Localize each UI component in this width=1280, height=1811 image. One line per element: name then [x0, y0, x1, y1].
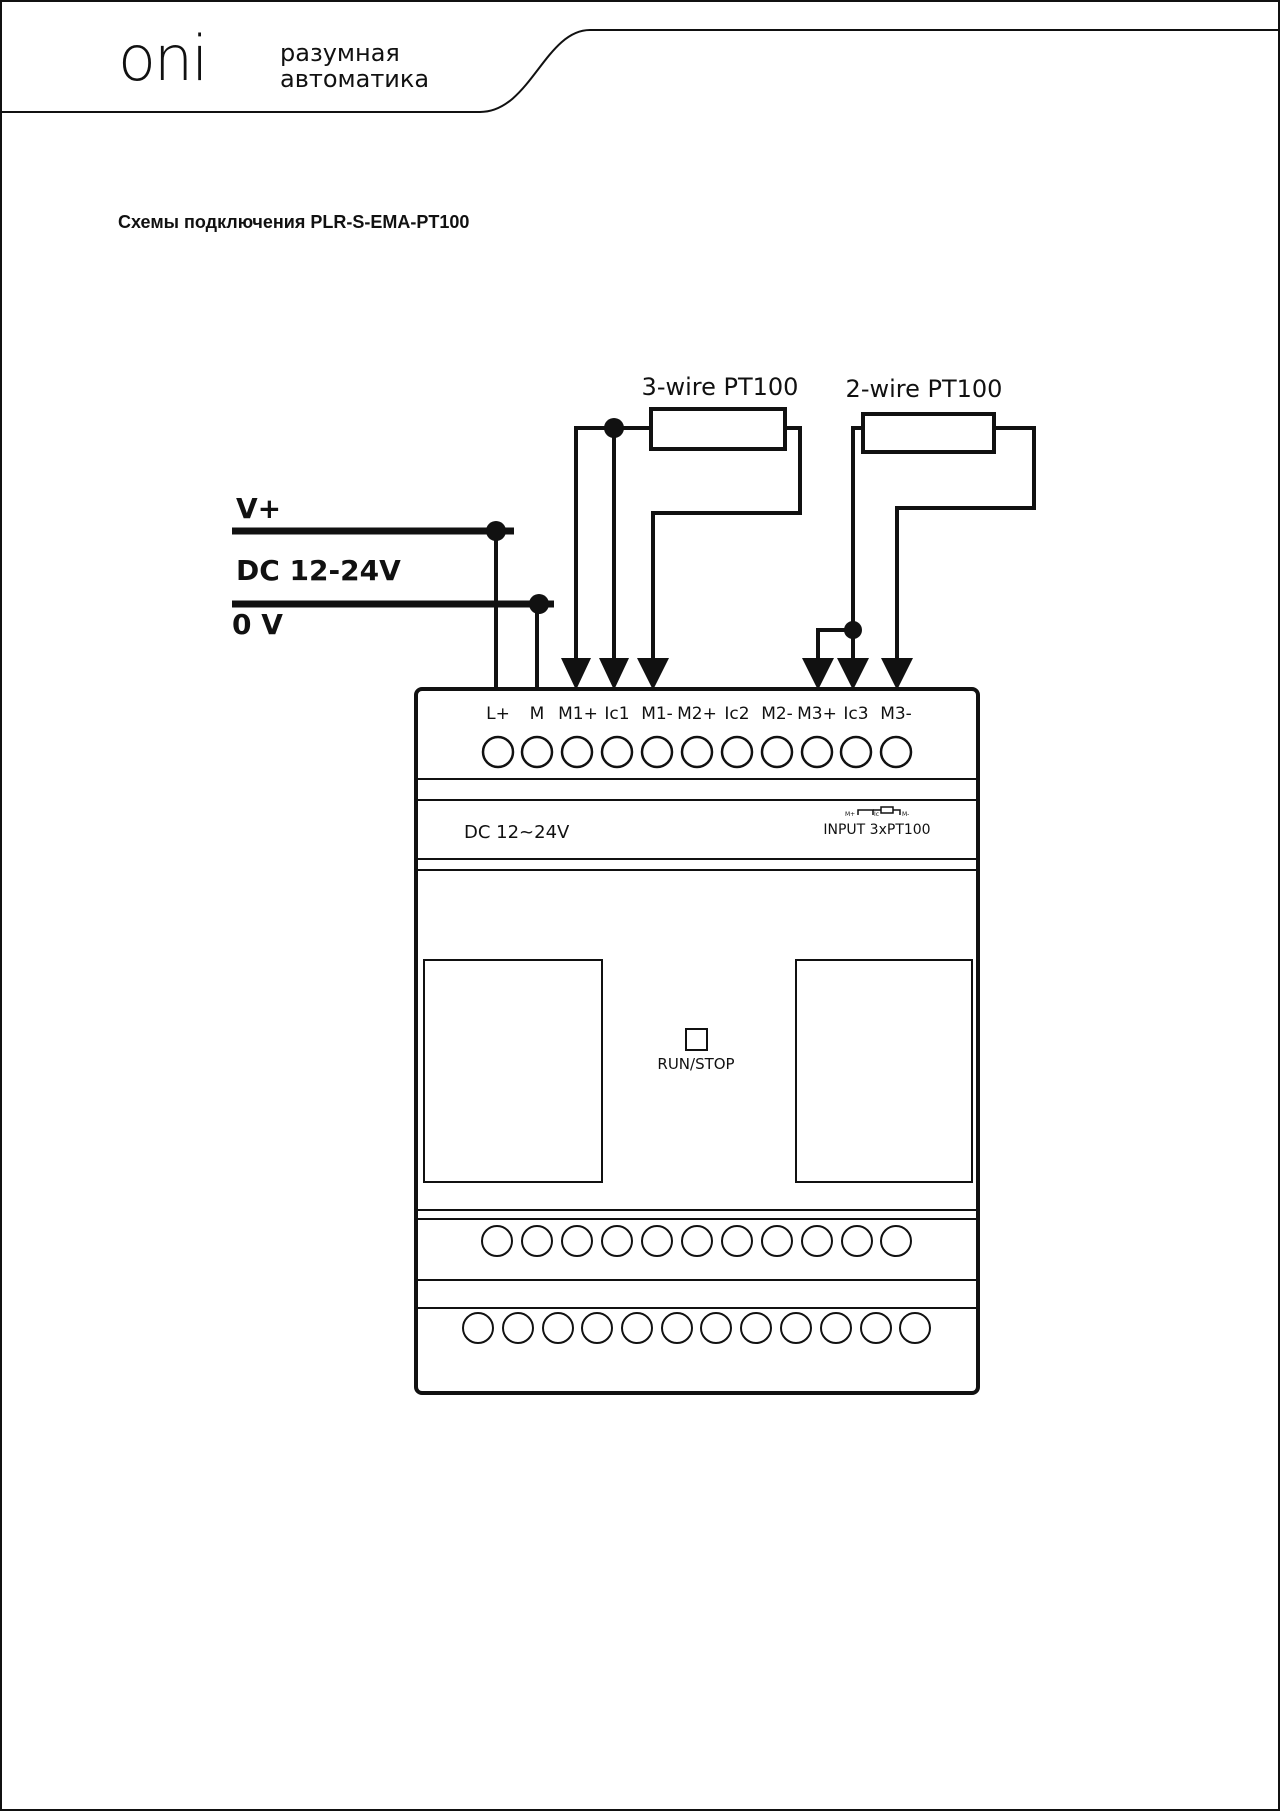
terminal-screw	[880, 1225, 912, 1257]
junction-dot	[604, 418, 624, 438]
terminal-label: L+	[486, 704, 510, 724]
arrow-m1plus	[561, 658, 591, 690]
terminal-label: M1-	[641, 704, 673, 724]
terminal-labels: L+ M M1+ Ic1 M1- M2+ Ic2 M2- M3+ Ic3 M3-	[486, 704, 912, 724]
tagline-line2: автоматика	[280, 65, 430, 93]
supply-wiring	[232, 521, 554, 690]
junction-dot	[486, 521, 506, 541]
mini-label-mminus: M-	[902, 811, 909, 818]
run-stop-button[interactable]	[685, 1028, 708, 1051]
terminal-screw	[800, 735, 834, 769]
right-panel	[795, 959, 973, 1183]
run-stop-label: RUN/STOP	[657, 1055, 734, 1073]
terminal-screw	[801, 1225, 833, 1257]
left-panel	[423, 959, 603, 1183]
wire-left	[851, 426, 863, 630]
terminal-screw	[760, 735, 794, 769]
terminal-label: Ic3	[843, 704, 868, 724]
terminal-screw	[899, 1312, 931, 1344]
tagline-line1: разумная	[280, 39, 400, 67]
terminal-screw	[839, 735, 873, 769]
wire-m3plus	[816, 628, 853, 658]
terminal-screw	[761, 1225, 793, 1257]
two-wire-label: 2-wire PT100	[846, 375, 1003, 403]
top-terminal-row	[481, 735, 913, 769]
terminal-screw	[661, 1312, 693, 1344]
terminal-arrows	[561, 658, 913, 690]
arrow-ic1	[599, 658, 629, 690]
terminal-screw	[879, 735, 913, 769]
terminal-screw	[640, 735, 674, 769]
resistor	[649, 407, 787, 451]
mini-label-mplus: M+	[845, 811, 855, 818]
terminal-screw	[520, 735, 554, 769]
terminal-screw	[462, 1312, 494, 1344]
terminal-screw	[720, 735, 754, 769]
wire-m1plus	[574, 426, 651, 658]
power-rating-label: DC 12~24V	[464, 822, 570, 843]
brand-logo: oni разумная автоматика	[118, 20, 458, 100]
header-curve	[1, 29, 1279, 113]
terminal-screw	[860, 1312, 892, 1344]
terminal-screw	[600, 735, 634, 769]
terminal-screw	[481, 1225, 513, 1257]
wire-m3minus	[895, 426, 1036, 658]
terminal-screw	[740, 1312, 772, 1344]
terminal-screw	[542, 1312, 574, 1344]
terminal-label: Ic1	[604, 704, 629, 724]
terminal-screw	[581, 1312, 613, 1344]
wire-m1minus	[651, 426, 802, 658]
supply-zero-label: 0 V	[232, 608, 283, 641]
terminal-screw	[601, 1225, 633, 1257]
supply-vplus-label: V+	[236, 492, 281, 525]
terminal-screw	[721, 1225, 753, 1257]
page-title: Схемы подключения PLR-S-EMA-PT100	[118, 212, 470, 232]
terminal-label: M3+	[797, 704, 837, 724]
input-spec-label: INPUT 3xPT100	[823, 822, 930, 838]
junction-dot	[844, 621, 862, 639]
terminal-screw	[561, 1225, 593, 1257]
terminal-screw	[700, 1312, 732, 1344]
terminal-screw	[681, 1225, 713, 1257]
mini-label-ic: Ic	[874, 811, 879, 818]
terminal-label: M3-	[880, 704, 912, 724]
two-wire-pt100	[816, 412, 1036, 658]
arrow-m3plus	[802, 658, 834, 690]
terminal-label: M	[530, 704, 545, 724]
terminal-screw	[780, 1312, 812, 1344]
arrow-ic3	[837, 658, 869, 690]
plc-module	[414, 687, 980, 1395]
terminal-screw	[621, 1312, 653, 1344]
terminal-label: M2-	[761, 704, 793, 724]
terminal-screw	[841, 1225, 873, 1257]
three-wire-pt100	[574, 407, 802, 658]
terminal-label: M2+	[677, 704, 717, 724]
arrow-m3minus	[881, 658, 913, 690]
arrow-m1minus	[637, 658, 669, 690]
terminal-screw	[502, 1312, 534, 1344]
terminal-screw	[560, 735, 594, 769]
supply-voltage-label: DC 12-24V	[236, 554, 401, 587]
terminal-screw	[820, 1312, 852, 1344]
terminal-screw	[680, 735, 714, 769]
module-outline	[414, 687, 980, 1395]
input-symbol	[857, 806, 901, 815]
resistor	[861, 412, 996, 454]
terminal-label: M1+	[558, 704, 598, 724]
terminal-screw	[481, 735, 515, 769]
terminal-label: Ic2	[724, 704, 749, 724]
terminal-screw	[521, 1225, 553, 1257]
bottom-terminal-row-2	[462, 1312, 931, 1344]
three-wire-label: 3-wire PT100	[642, 373, 799, 401]
bottom-terminal-row-1	[481, 1225, 912, 1257]
junction-dot	[529, 594, 549, 614]
terminal-screw	[641, 1225, 673, 1257]
logo-tagline: разумная автоматика	[280, 40, 429, 92]
logo-mark: oni	[118, 22, 208, 95]
